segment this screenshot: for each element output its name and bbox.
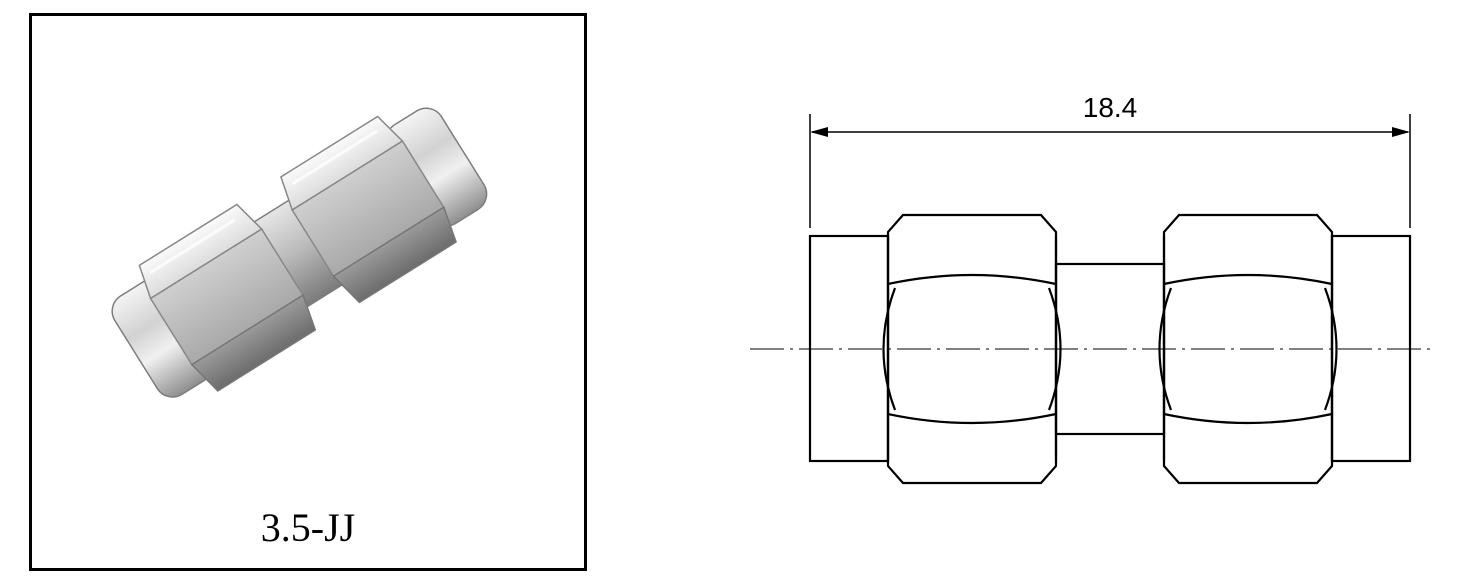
dimension-arrow-left xyxy=(810,127,828,137)
overall-length-dimension: 18.4 xyxy=(1082,92,1138,123)
product-caption: 3.5-JJ xyxy=(260,505,356,550)
dimension-arrow-right xyxy=(1392,127,1410,137)
product-photo-panel: 3.5-JJ xyxy=(29,13,587,571)
connector-adapter-photo xyxy=(111,107,488,398)
technical-drawing xyxy=(750,114,1434,485)
